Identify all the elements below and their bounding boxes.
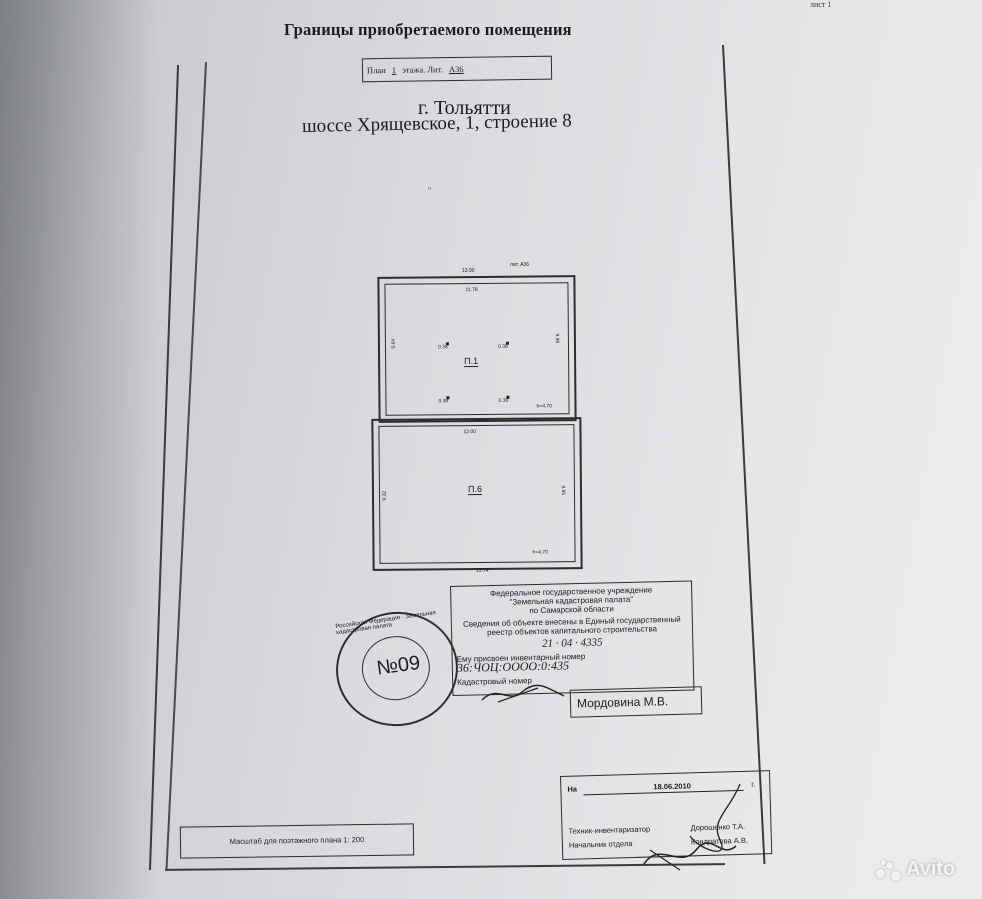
na-label: На: [567, 784, 578, 794]
inventory-value-handwritten: 36:ЧОЦ:ОООО:0:435: [456, 658, 570, 675]
chief-label: Начальник отдела: [568, 839, 633, 850]
room-b-top-dimension: 12.00: [463, 429, 477, 436]
bottom-outer-dimension: 13.74: [476, 568, 489, 574]
pillar-size: 0.38: [498, 397, 509, 404]
room-b-height: h=4.70: [532, 549, 548, 556]
seal-number: №09: [375, 651, 422, 680]
technician-label: Техник-инвентаризатор: [568, 824, 651, 836]
plan-header-box: План 1 этажа. Лит. А36: [361, 55, 553, 83]
room-a-inner-wall: [384, 282, 570, 416]
handwritten-signatures: [643, 783, 741, 871]
avito-logo-icon: [876, 859, 902, 881]
city-name: г. Тольятти: [418, 97, 511, 119]
stamp-registrar-name: Мордовина М.В.: [569, 686, 703, 718]
room-b-outline: 12.00 9.32 9.95 П.6 h=4.70: [371, 417, 583, 571]
seal-inner-ring: №09: [357, 631, 434, 705]
registrar-signature: [481, 684, 565, 703]
top-outer-dimension: 13.90: [462, 268, 475, 274]
document-title: Границы приобретаемого помещения: [284, 20, 572, 39]
avito-wordmark: Avito: [906, 858, 956, 880]
room-b-label: П.6: [467, 483, 482, 496]
room-b-right-dimension: 9.95: [559, 485, 566, 496]
room-a-label: П.1: [464, 355, 479, 368]
plan-prefix: План: [366, 64, 386, 76]
room-b-left-dimension: 9.32: [381, 490, 388, 501]
pillar-size: 0.38: [438, 398, 449, 405]
sheet-shadow: [0, 0, 160, 899]
pillar-size: 0.38: [437, 344, 448, 351]
room-a-right-dimension: 9.98: [553, 333, 560, 344]
registration-stamp: Федеральное государственное учреждение "…: [450, 580, 695, 696]
room-a-outline: 11.78 9.64 9.98 0.38 0.38 0.38 0.38 П.1 …: [377, 275, 577, 423]
room-a-top-dimension: 11.78: [465, 286, 478, 294]
pillar-size: 0.38: [497, 343, 508, 350]
plan-floor: 1: [391, 64, 397, 75]
avito-watermark: Avito: [876, 858, 955, 881]
room-a-left-dimension: 9.64: [390, 338, 397, 349]
plan-suffix: этажа. Лит.: [402, 64, 443, 75]
room-a-height: h=4.70: [536, 403, 552, 410]
stray-mark: ": [428, 186, 432, 195]
liter-label: лит. А36: [510, 262, 530, 268]
sheet-number: лист 1: [810, 0, 832, 9]
scale-label: Масштаб для поэтажного плана 1: 200: [179, 823, 415, 859]
plan-liter: А36: [448, 63, 464, 75]
